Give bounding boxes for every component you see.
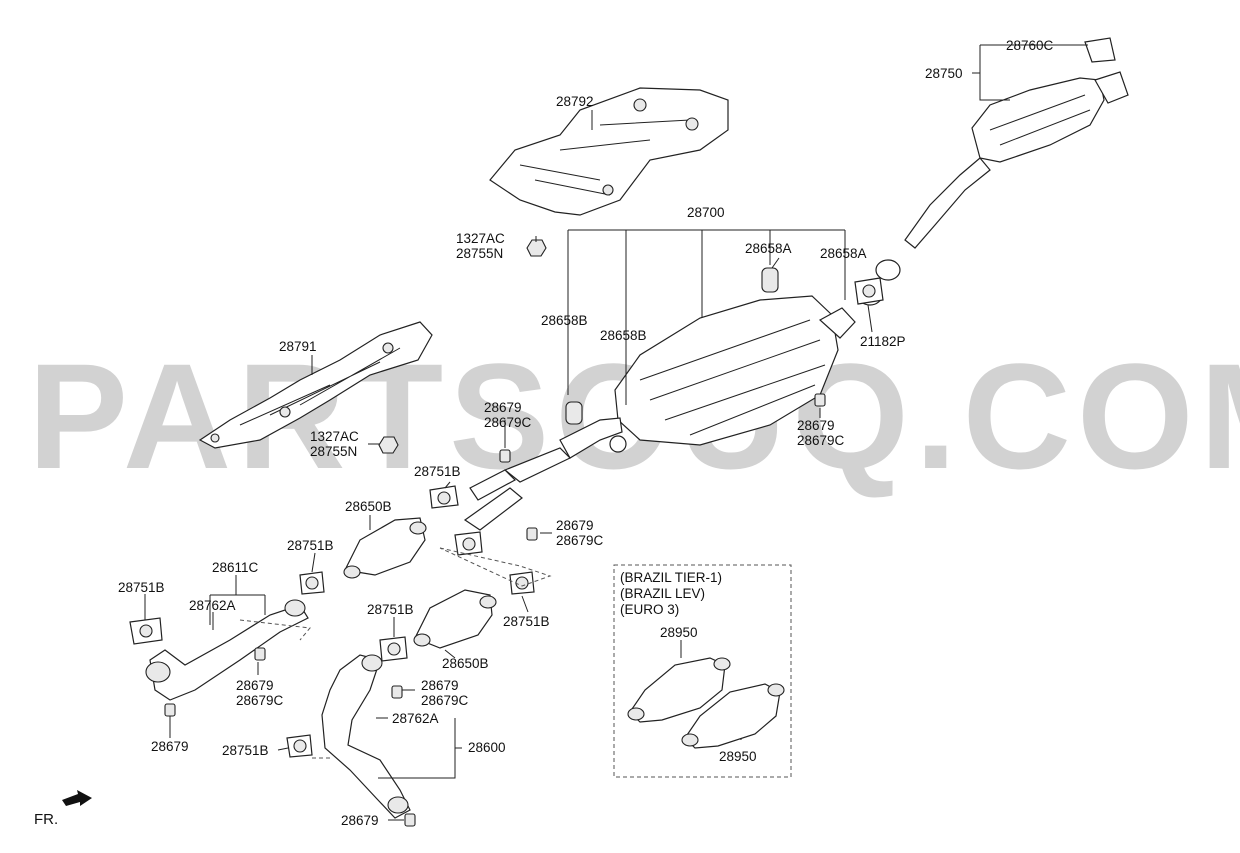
- inset-title-euro3: (EURO 3): [620, 602, 679, 617]
- front-pipe-28611C[interactable]: [145, 599, 309, 701]
- label-28762A-a: 28762A: [189, 598, 236, 613]
- label-28679C-b: 28679C: [797, 433, 845, 448]
- gasket-28751B-6[interactable]: [509, 571, 535, 595]
- catalytic-converter-28950-b[interactable]: [681, 683, 785, 749]
- gasket-28751B-4[interactable]: [429, 485, 459, 509]
- nut-28679-1[interactable]: [499, 449, 511, 463]
- inset-title-brazil-lev: (BRAZIL LEV): [620, 586, 705, 601]
- label-28755N-upper: 28755N: [456, 246, 503, 261]
- label-28679C-c: 28679C: [556, 533, 604, 548]
- hanger-28658A[interactable]: [761, 267, 779, 293]
- label-28679-b: 28679: [797, 418, 835, 433]
- label-28950-b: 28950: [719, 749, 757, 764]
- label-28751B-e: 28751B: [503, 614, 550, 629]
- heat-shield-28792[interactable]: [489, 87, 729, 216]
- label-28658B-right: 28658B: [600, 328, 647, 343]
- gasket-28751B-5[interactable]: [454, 531, 483, 556]
- gasket-28751B-1[interactable]: [129, 617, 163, 645]
- catalytic-converter-28650B-upper[interactable]: [343, 517, 427, 579]
- gasket-28751B-2[interactable]: [299, 571, 325, 595]
- nut-1327AC-lower[interactable]: [378, 436, 399, 454]
- label-28679-d: 28679: [236, 678, 274, 693]
- label-28600: 28600: [468, 740, 506, 755]
- label-28679-e: 28679: [421, 678, 459, 693]
- heat-shield-28791[interactable]: [198, 321, 433, 449]
- label-1327AC-lower: 1327AC: [310, 429, 359, 444]
- label-28679C-a: 28679C: [484, 415, 532, 430]
- part-labels: 28792 28700 1327AC 28755N 28760C 28750 2…: [118, 38, 1054, 828]
- nut-28679-6[interactable]: [164, 703, 176, 717]
- guide-line-2: [239, 619, 311, 641]
- label-28751B-a: 28751B: [414, 464, 461, 479]
- label-28950-a: 28950: [660, 625, 698, 640]
- label-28658A-right: 28658A: [820, 246, 867, 261]
- label-28791: 28791: [279, 339, 317, 354]
- label-28700: 28700: [687, 205, 725, 220]
- center-muffler-28700[interactable]: [463, 295, 856, 531]
- label-28750: 28750: [925, 66, 963, 81]
- nut-28679-2[interactable]: [814, 393, 826, 407]
- nut-28679-7[interactable]: [404, 813, 416, 827]
- label-28751B-c: 28751B: [118, 580, 165, 595]
- label-28755N-lower: 28755N: [310, 444, 357, 459]
- nut-1327AC-upper[interactable]: [526, 239, 547, 257]
- label-28679-f: 28679: [151, 739, 189, 754]
- label-28792: 28792: [556, 94, 594, 109]
- hanger-28658B[interactable]: [565, 401, 627, 453]
- rear-muffler-28750[interactable]: [857, 37, 1129, 306]
- front-direction-indicator: FR.: [34, 790, 92, 828]
- label-28751B-d: 28751B: [367, 602, 414, 617]
- label-28679-g: 28679: [341, 813, 379, 828]
- catalytic-converter-28950-a[interactable]: [627, 657, 731, 723]
- guide-line-1: [439, 547, 552, 587]
- label-28762A-b: 28762A: [392, 711, 439, 726]
- nut-28679-3[interactable]: [526, 527, 538, 541]
- label-28650B-a: 28650B: [345, 499, 392, 514]
- label-28679C-e: 28679C: [421, 693, 469, 708]
- gasket-28751B-3[interactable]: [379, 636, 408, 662]
- inset-title-brazil-tier: (BRAZIL TIER-1): [620, 570, 722, 585]
- label-28650B-b: 28650B: [442, 656, 489, 671]
- label-1327AC-upper: 1327AC: [456, 231, 505, 246]
- label-28679-c: 28679: [556, 518, 594, 533]
- gasket-28751B-7[interactable]: [286, 734, 313, 758]
- nut-28679-5[interactable]: [391, 685, 403, 699]
- label-28658B-left: 28658B: [541, 313, 588, 328]
- nut-28679-4[interactable]: [254, 647, 266, 661]
- label-28679-a: 28679: [484, 400, 522, 415]
- label-28611C: 28611C: [212, 560, 259, 575]
- front-pipe-28600[interactable]: [321, 654, 411, 819]
- label-21182P: 21182P: [860, 334, 906, 349]
- label-28760C: 28760C: [1006, 38, 1054, 53]
- gasket-21182P[interactable]: [854, 277, 884, 305]
- label-28679C-d: 28679C: [236, 693, 284, 708]
- catalytic-converter-28650B-lower[interactable]: [413, 589, 497, 649]
- front-arrow-icon: [62, 790, 92, 806]
- label-28751B-b: 28751B: [287, 538, 334, 553]
- variant-inset-box: (BRAZIL TIER-1) (BRAZIL LEV) (EURO 3): [613, 564, 792, 778]
- front-label: FR.: [34, 811, 58, 828]
- label-28658A-left: 28658A: [745, 241, 792, 256]
- label-28751B-f: 28751B: [222, 743, 269, 758]
